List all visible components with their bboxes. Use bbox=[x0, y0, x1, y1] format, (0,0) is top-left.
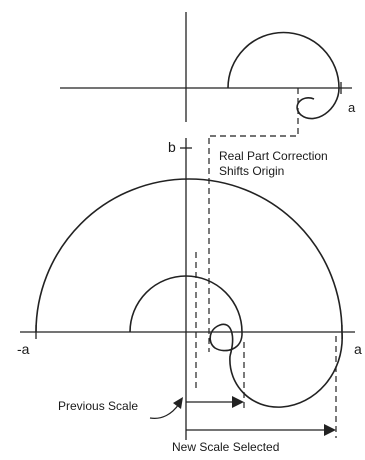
caption-line-2: Shifts Origin bbox=[219, 164, 284, 178]
previous-scale-arrow bbox=[186, 396, 244, 408]
outer-arc-curve bbox=[35, 178, 343, 333]
bottom-label-b: b bbox=[168, 139, 176, 155]
caption-real-part-correction: Real Part Correction Shifts Origin bbox=[219, 149, 331, 178]
top-plot: a bbox=[60, 12, 356, 137]
bottom-label-a: a bbox=[354, 341, 362, 357]
previous-scale-pointer bbox=[149, 397, 183, 419]
label-new-scale-selected: New Scale Selected bbox=[172, 440, 279, 454]
label-previous-scale: Previous Scale bbox=[58, 399, 138, 413]
origin-shift-dashed-connector bbox=[209, 88, 299, 137]
new-scale-arrow bbox=[186, 424, 336, 436]
top-spiral-curve bbox=[227, 31, 340, 120]
outer-lower-loop bbox=[229, 331, 343, 408]
top-label-a: a bbox=[348, 100, 356, 115]
inner-arc-curve bbox=[129, 275, 243, 333]
bottom-label-neg-a: -a bbox=[17, 341, 30, 357]
inner-spiral-loop bbox=[209, 323, 243, 357]
bottom-plot: b -a a bbox=[17, 138, 362, 440]
